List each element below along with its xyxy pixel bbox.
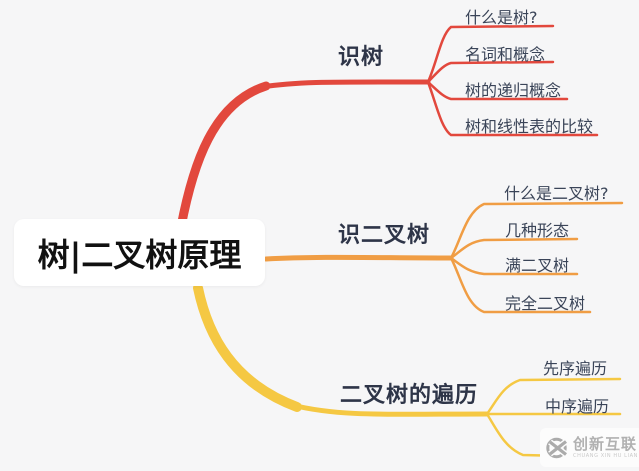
branch-1-child-2-label: 名词和概念 [465,45,546,64]
branch-3-child-1-label: 先序遍历 [543,359,608,378]
watermark: 创新互联 CHUANG XIN HU LIAN [540,428,639,467]
branch-2-child-4-label: 完全二叉树 [505,294,586,313]
watermark-subtext: CHUANG XIN HU LIAN [573,452,638,459]
branch-2-child-4-connector [449,256,592,314]
branch-3-edges [193,283,622,459]
branch-1-main-line [259,79,431,90]
branch-1-label: 识树 [338,45,385,70]
branch-1-main-curve [176,81,271,232]
branch-3-label: 二叉树的遍历 [340,383,479,408]
watermark-text: 创新互联 [573,434,638,453]
branch-2-child-2-label: 几种形态 [505,221,570,240]
branch-1-child-1-label: 什么是树? [465,8,538,27]
branch-1-child-1-connector [426,24,555,84]
branch-1-child-3-connector [426,80,569,101]
branch-2-edges [263,201,624,314]
branch-1-edges [176,24,599,232]
branch-3-extra-connector [485,412,607,459]
branch-2-main-line [263,254,454,262]
branch-2-child-3-connector [449,256,579,276]
root-topic-node: 树|二叉树原理 [14,219,265,286]
branch-2-child-1-label: 什么是二叉树? [504,184,609,203]
branch-3-main-curve [193,283,302,412]
branch-1-child-2-connector [426,60,555,84]
branch-1-child-4-connector [426,80,599,137]
branch-2-label: 识二叉树 [338,223,431,248]
watermark-texts: 创新互联 CHUANG XIN HU LIAN [573,434,638,459]
branch-2-child-3-label: 满二叉树 [505,256,570,275]
branch-3-child-2-label: 中序遍历 [545,397,610,416]
root-topic-label: 树|二叉树原理 [37,235,242,274]
branch-2-child-1-connector [449,201,624,260]
branch-3-child-1-connector [485,377,622,416]
circle-x-icon [546,437,568,458]
branch-2-child-2-connector [449,237,579,260]
branch-3-main-line [289,402,490,417]
branch-1-child-4-label: 树和线性表的比较 [465,117,594,136]
branch-1-child-3-label: 树的递归概念 [465,81,562,100]
